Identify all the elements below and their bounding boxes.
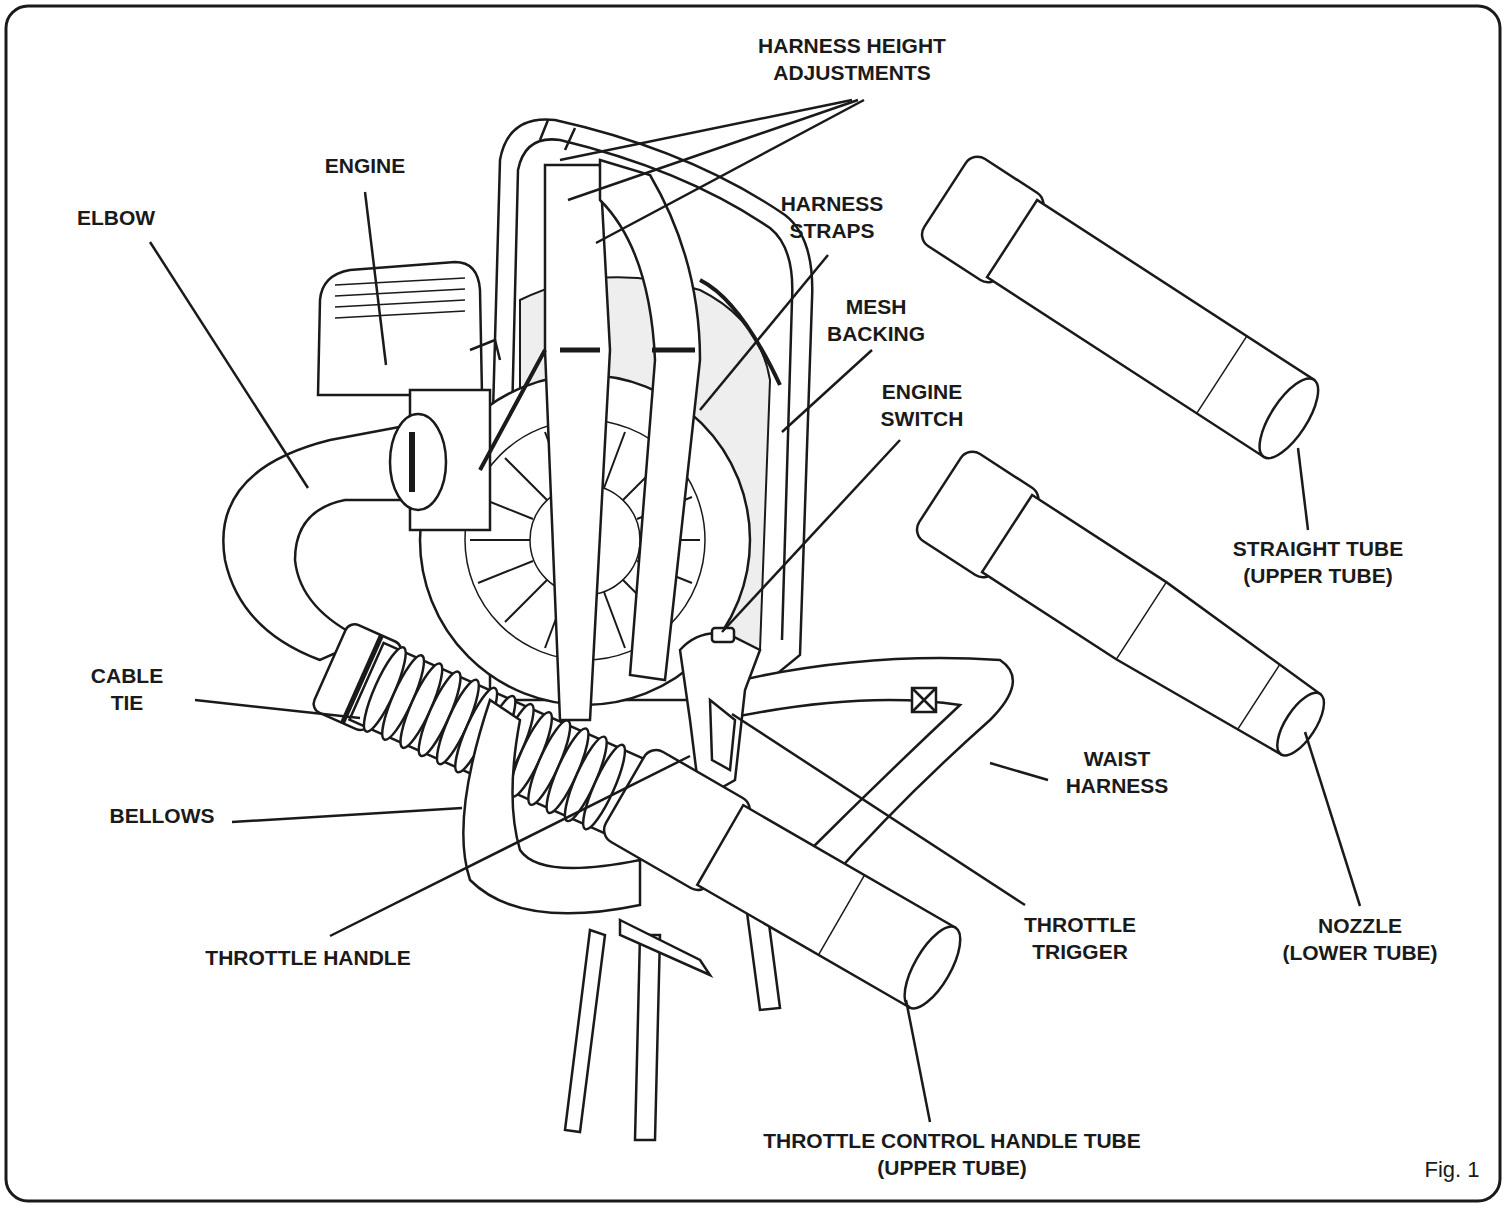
leader-lines <box>1298 448 1308 530</box>
leader-lines <box>990 763 1048 780</box>
waist-harness <box>912 688 936 712</box>
leader-lines <box>906 1000 930 1122</box>
nozzle-tube <box>912 446 1342 776</box>
leader-lines <box>195 700 360 718</box>
leader-lines <box>330 756 690 936</box>
part-label: MESH BACKING <box>816 293 936 347</box>
part-label: CABLE TIE <box>82 662 172 716</box>
figure-border <box>6 6 1500 1201</box>
part-label: ELBOW <box>77 204 155 231</box>
part-label: STRAIGHT TUBE (UPPER TUBE) <box>1213 535 1423 589</box>
straight-tube <box>987 200 1314 457</box>
harness-strap-ends <box>565 930 605 1132</box>
part-label: BELLOWS <box>110 802 215 829</box>
backpack-frame <box>540 120 575 150</box>
throttle-handle <box>620 920 710 975</box>
leader-lines <box>365 192 386 365</box>
part-label: HARNESS HEIGHT ADJUSTMENTS <box>732 32 972 86</box>
part-label: THROTTLE TRIGGER <box>1005 911 1155 965</box>
harness-strap-ends <box>635 935 660 1140</box>
part-label: NOZZLE (LOWER TUBE) <box>1278 912 1443 966</box>
harness-straps <box>545 165 610 720</box>
harness-straps <box>480 160 780 720</box>
figure-number: Fig. 1 <box>1424 1156 1479 1183</box>
engine-block <box>318 262 482 395</box>
nozzle-tube <box>1116 582 1284 735</box>
harness-straps <box>560 348 695 353</box>
bellows <box>342 635 381 723</box>
leader-lines <box>150 242 308 488</box>
elbow-tube <box>390 414 446 510</box>
part-label: THROTTLE HANDLE <box>205 944 410 971</box>
elbow-tube <box>223 414 446 660</box>
engine-block <box>470 340 500 360</box>
elbow-tube <box>409 432 415 492</box>
nozzle-tube <box>1268 686 1332 763</box>
leader-lines <box>782 350 872 432</box>
waist-harness <box>912 688 936 712</box>
part-label: ENGINE SWITCH <box>862 378 982 432</box>
leader-lines <box>700 255 828 410</box>
leader-lines <box>722 440 900 632</box>
leader-lines <box>732 714 1025 905</box>
part-label: ENGINE <box>325 152 406 179</box>
straight-tube <box>917 151 1333 471</box>
harness-straps <box>480 280 780 470</box>
straight-tube <box>1249 370 1329 467</box>
leader-lines <box>1305 732 1360 906</box>
leader-lines <box>232 808 462 822</box>
harness-straps <box>600 160 700 680</box>
leader-lines <box>150 100 1360 1122</box>
leader-lines <box>568 100 858 200</box>
throttle-control-tube <box>819 875 865 955</box>
throttle-handle <box>710 700 735 770</box>
straight-tube <box>1197 336 1247 413</box>
throttle-control-tube <box>599 745 974 1022</box>
waist-harness <box>463 700 640 913</box>
nozzle-tube <box>982 495 1326 763</box>
part-label: HARNESS STRAPS <box>767 190 897 244</box>
part-label: WAIST HARNESS <box>1052 745 1182 799</box>
part-label: THROTTLE CONTROL HANDLE TUBE (UPPER TUBE… <box>742 1127 1162 1181</box>
engine-block <box>335 278 465 318</box>
